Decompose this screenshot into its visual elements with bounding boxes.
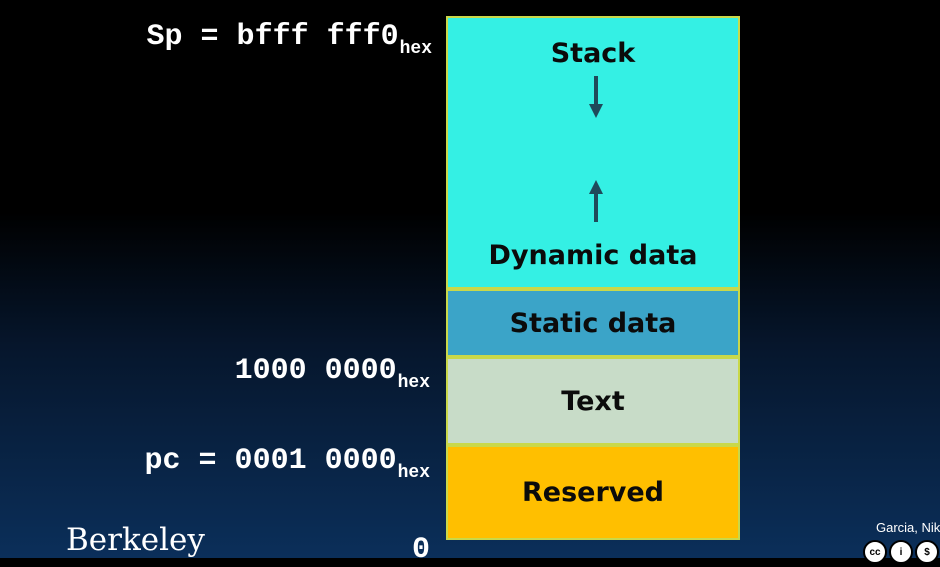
hex-subscript: hex xyxy=(399,39,432,59)
stack-label: Stack xyxy=(550,38,636,69)
text-segment: Text xyxy=(446,357,740,445)
static-data-address: 1000 0000hex xyxy=(235,356,430,392)
program-counter-address: pc = 0001 0000hex xyxy=(145,446,430,482)
hex-subscript: hex xyxy=(397,463,430,483)
zero-address-value: 0 xyxy=(411,533,430,567)
noncommercial-icon: $ xyxy=(915,540,939,564)
stack-pointer-value: Sp = bfff fff0 xyxy=(146,20,399,54)
attribution-icon: i xyxy=(889,540,913,564)
hex-subscript: hex xyxy=(397,373,430,393)
reserved-segment: Reserved xyxy=(446,445,740,540)
stack-pointer-address: Sp = bfff fff0hex xyxy=(147,22,432,58)
stack-segment: Stack Dynamic data xyxy=(446,16,740,289)
author-credit: Garcia, Nik xyxy=(876,520,940,535)
arrow-down-icon xyxy=(589,76,603,118)
berkeley-logo: Berkeley xyxy=(66,522,205,558)
static-data-label: Static data xyxy=(509,307,677,339)
dynamic-data-label: Dynamic data xyxy=(488,240,698,271)
zero-address: 0 xyxy=(412,535,430,565)
creative-commons-badge: cc i $ xyxy=(863,540,939,564)
program-counter-value: pc = 0001 0000 xyxy=(144,444,397,478)
arrow-up-icon xyxy=(589,180,603,222)
reserved-label: Reserved xyxy=(521,477,665,508)
cc-icon: cc xyxy=(863,540,887,564)
text-label: Text xyxy=(561,385,625,417)
static-data-segment: Static data xyxy=(446,289,740,357)
static-data-address-value: 1000 0000 xyxy=(234,354,397,388)
